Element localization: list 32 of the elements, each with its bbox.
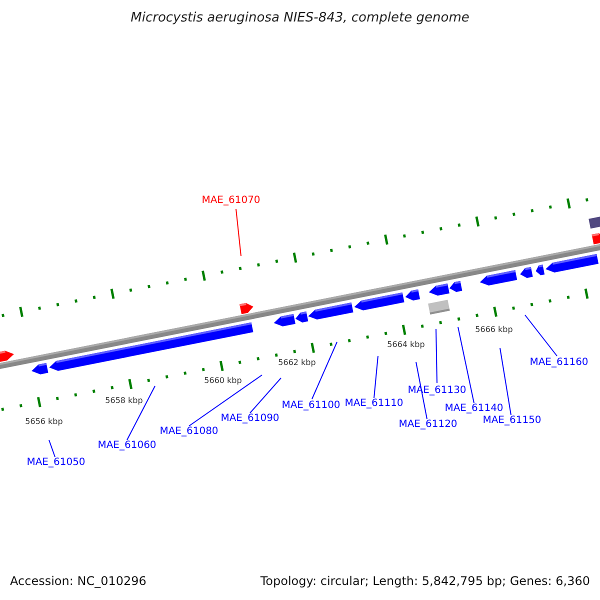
gene-label: MAE_61120	[398, 420, 458, 430]
scale-label: 5664 kbp	[387, 341, 425, 349]
scale-label: 5656 kbp	[25, 418, 63, 426]
gene-label: MAE_61160	[530, 358, 588, 368]
gene-label: MAE_61080	[160, 427, 218, 437]
leader-line	[48, 440, 56, 458]
leader-line	[126, 386, 156, 440]
leader-line	[188, 374, 262, 426]
scale-label: 5666 kbp	[475, 326, 513, 334]
leader-line	[416, 362, 428, 420]
gene-label: MAE_61110	[344, 399, 404, 409]
leader-line	[374, 356, 378, 398]
leader-line	[500, 348, 512, 416]
gene-label: MAE_61060	[98, 441, 156, 451]
leader-line	[312, 342, 338, 400]
gene-label: MAE_61070	[202, 196, 260, 206]
scale-label: 5662 kbp	[278, 359, 316, 367]
gene-label: MAE_61150	[482, 416, 542, 426]
leader-line	[250, 378, 282, 414]
leader-line	[524, 314, 558, 356]
accession-text: Accession: NC_010296	[10, 575, 146, 587]
scale-label: 5660 kbp	[204, 377, 242, 385]
gene-label: MAE_61050	[26, 458, 86, 468]
scale-label: 5658 kbp	[105, 397, 143, 405]
gene-label: MAE_61100	[282, 401, 340, 411]
title: Microcystis aeruginosa NIES-843, complete genome	[130, 12, 470, 24]
gene-label: MAE_61090	[220, 414, 280, 424]
leader-line	[236, 208, 242, 256]
leader-line	[436, 328, 438, 384]
leader-line	[458, 326, 474, 404]
genome-summary-text: Topology: circular; Length: 5,842,795 bp; Genes: 6,360	[260, 575, 590, 587]
gene-label: MAE_61140	[444, 404, 504, 414]
